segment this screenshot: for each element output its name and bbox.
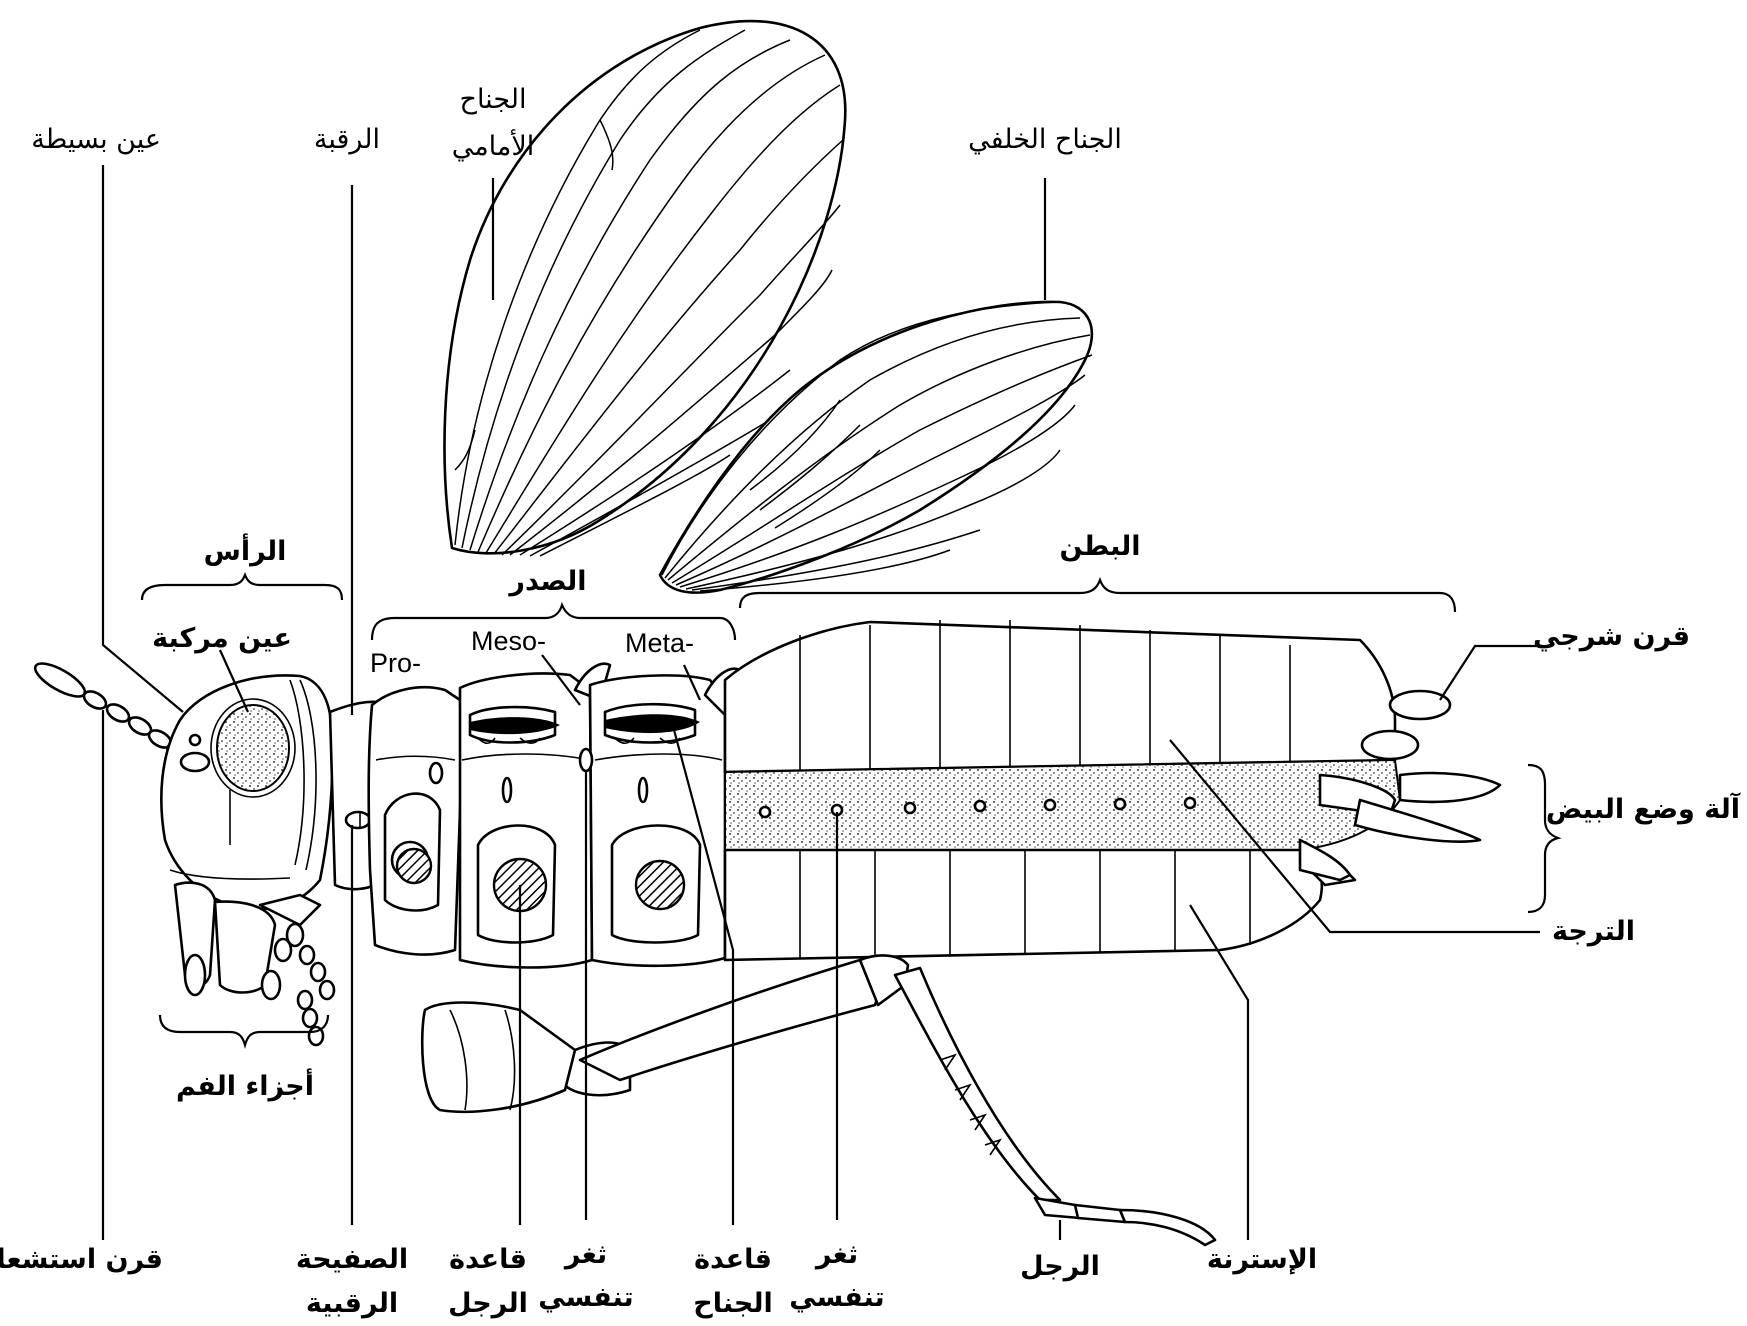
- tergum-label: الترجة: [1552, 916, 1635, 947]
- leg-base-label-line1: قاعدة: [449, 1244, 527, 1275]
- compound-eye-label: عين مركبة: [152, 623, 292, 654]
- pronotum-label-line2: الرقبية: [306, 1288, 398, 1319]
- pro-label: Pro-: [370, 648, 421, 678]
- meso-label: Meso-: [471, 626, 546, 656]
- abdomen-drawing: [725, 620, 1500, 960]
- abdomen-label: البطن: [1059, 531, 1140, 562]
- antenna-label: قرن استشعار: [0, 1244, 163, 1275]
- hindwing-label: الجناح الخلفي: [968, 124, 1122, 155]
- wing-base-label-line2: الجناح: [693, 1288, 772, 1319]
- spiracle-b-label-line2: تنفسي: [789, 1282, 884, 1313]
- spiracle-a-label-line1: ثغر: [563, 1239, 607, 1270]
- simple-eye-label: عين بسيطة: [31, 124, 161, 155]
- spiracle-a-label-line2: تنفسي: [538, 1282, 633, 1313]
- wing-base-label-line1: قاعدة: [694, 1244, 772, 1275]
- thorax-label: الصدر: [507, 566, 586, 597]
- spiracle-b-label-line1: ثغر: [814, 1239, 858, 1270]
- forewing-label-line2: الأمامي: [452, 128, 535, 162]
- ovipositor-label: آلة وضع البيض: [1546, 792, 1741, 825]
- forewing-label-line1: الجناح: [460, 84, 527, 115]
- neck-label: الرقبة: [314, 124, 380, 155]
- hindleg-drawing: [422, 955, 1215, 1245]
- leg-base-label-line2: الرجل: [448, 1288, 528, 1319]
- sternum-label: الإسترنة: [1207, 1244, 1317, 1275]
- meta-label: Meta-: [625, 628, 694, 658]
- mouthparts-label: أجزاء الفم: [176, 1068, 314, 1102]
- pronotum-label-line1: الصفيحة: [296, 1244, 408, 1275]
- thorax-drawing: [369, 664, 740, 968]
- cercus-label: قرن شرجي: [1533, 621, 1690, 652]
- head-drawing: [161, 675, 334, 1045]
- leg-label: الرجل: [1020, 1251, 1100, 1282]
- head-label: الرأس: [204, 533, 287, 567]
